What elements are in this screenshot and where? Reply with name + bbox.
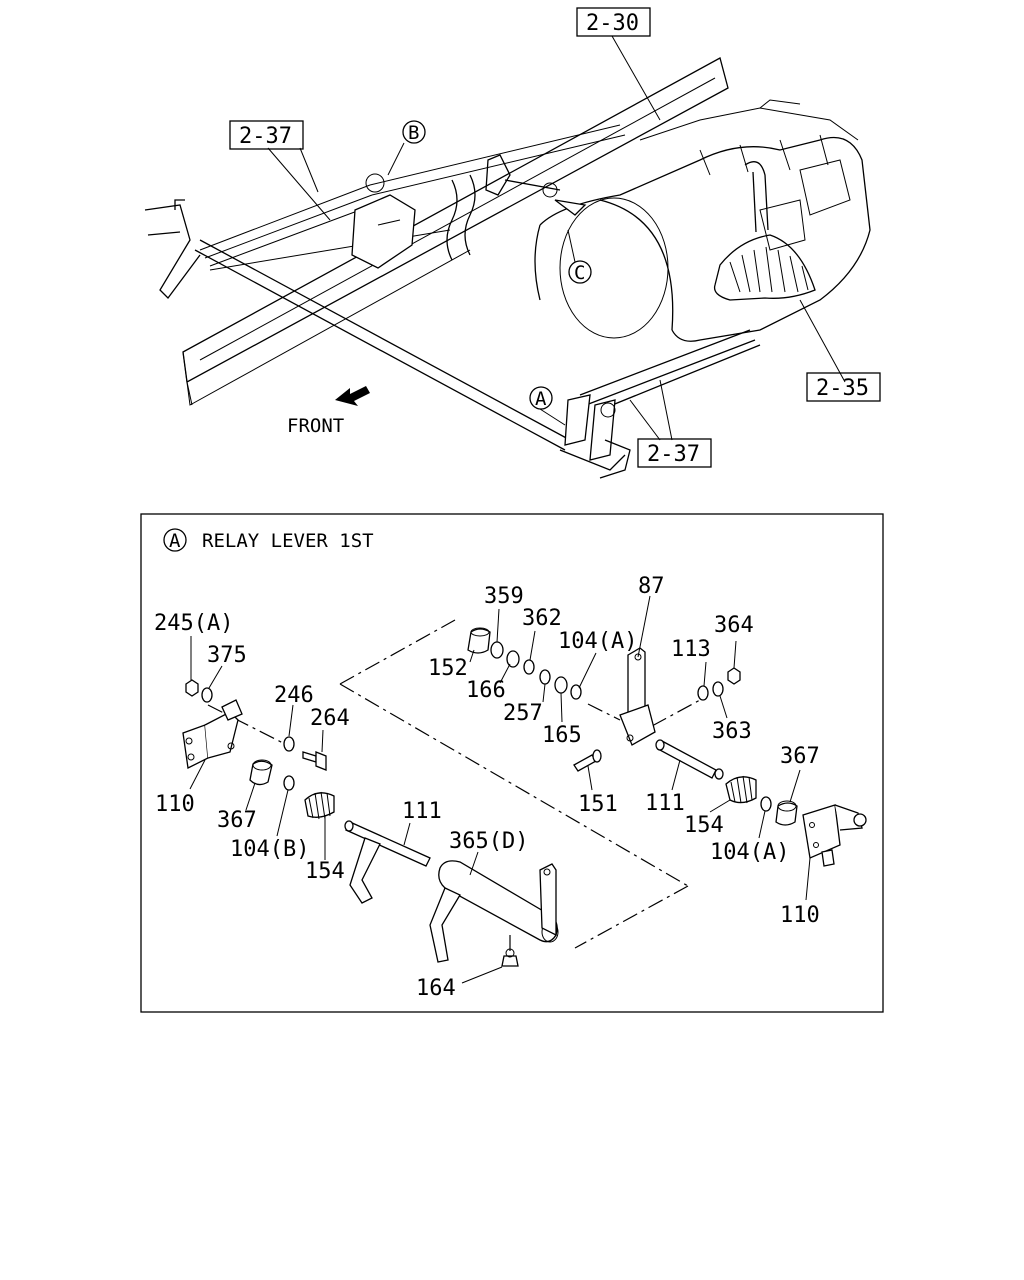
bushing-367-left	[249, 759, 273, 786]
label-164: 164	[416, 976, 456, 1001]
nut-364	[727, 667, 741, 685]
label-166: 166	[466, 678, 506, 703]
pin-151	[573, 749, 602, 772]
label-365d: 365(D)	[449, 829, 528, 854]
boot-154-left	[304, 791, 335, 820]
front-arrow-icon	[335, 386, 370, 406]
label-363: 363	[712, 719, 752, 744]
ref-label-2-37-left: 2-37	[239, 124, 292, 149]
clevis-c	[485, 154, 587, 216]
label-367-right: 367	[780, 744, 820, 769]
detail-box: A RELAY LEVER 1ST	[140, 513, 884, 1013]
label-104a-right: 104(A)	[710, 840, 789, 865]
label-245a: 245(A)	[154, 611, 233, 636]
washer-165	[554, 676, 568, 694]
assembly-axis	[207, 619, 701, 958]
lever-365d	[429, 860, 559, 963]
label-104a-top: 104(A)	[558, 629, 637, 654]
washer-113	[697, 685, 709, 701]
nipple-164	[501, 948, 519, 967]
label-113: 113	[671, 637, 711, 662]
cross-rod	[194, 239, 571, 451]
label-111-left: 111	[402, 799, 442, 824]
label-111-right: 111	[645, 791, 685, 816]
ref-box-2-30[interactable]: 2-30	[576, 7, 651, 37]
bushing-367-right	[775, 800, 798, 826]
shaft-111-right	[655, 739, 724, 780]
front-indicator: FRONT	[287, 386, 370, 437]
detail-leaders	[189, 595, 811, 984]
label-87: 87	[638, 574, 665, 599]
frame-rail	[182, 57, 729, 406]
front-label: FRONT	[287, 415, 344, 437]
callout-b-label: B	[408, 122, 419, 144]
callout-a: A	[529, 386, 553, 410]
washer-166	[506, 650, 520, 668]
ref-box-2-37-bottom[interactable]: 2-37	[637, 438, 712, 468]
boot-154-right	[725, 775, 757, 804]
bolt-264	[302, 751, 327, 771]
nut-245a	[185, 679, 199, 697]
label-154-right: 154	[684, 813, 724, 838]
overview-illustration: 2-30 2-37 2-35 2-37 B C A F	[144, 7, 881, 479]
bracket-110-right	[802, 804, 867, 867]
washer-104b	[283, 775, 295, 791]
overview-leaders	[267, 35, 846, 441]
label-246: 246	[274, 683, 314, 708]
ref-label-2-35: 2-35	[816, 376, 869, 401]
ref-box-2-35[interactable]: 2-35	[806, 372, 881, 402]
detail-title: A RELAY LEVER 1ST	[163, 528, 374, 552]
washer-362	[523, 659, 535, 675]
label-110-right: 110	[780, 903, 820, 928]
detail-title-marker: A	[169, 530, 181, 552]
shift-boot	[713, 161, 816, 301]
label-367-left: 367	[217, 808, 257, 833]
label-152: 152	[428, 656, 468, 681]
washer-363	[712, 681, 724, 697]
label-362: 362	[522, 606, 562, 631]
washer-257	[539, 669, 551, 685]
label-110-left: 110	[155, 792, 195, 817]
label-104b: 104(B)	[230, 837, 309, 862]
part-labels: 245(A) 375 246 264 110 367 104(B) 154 11…	[154, 574, 820, 1001]
label-165: 165	[542, 723, 582, 748]
callout-a-label: A	[535, 388, 547, 410]
washer-104a-top	[570, 684, 582, 700]
shaft-111-left	[344, 820, 431, 904]
ref-label-2-30: 2-30	[586, 11, 639, 36]
label-364: 364	[714, 613, 754, 638]
label-264: 264	[310, 706, 350, 731]
callout-c: C	[568, 260, 592, 284]
washer-246	[283, 736, 295, 752]
detail-title-text: RELAY LEVER 1ST	[202, 530, 374, 552]
washer-359	[490, 641, 504, 659]
label-257: 257	[503, 701, 543, 726]
bracket-b	[351, 173, 416, 269]
bushing-152	[467, 627, 491, 654]
bottom-linkage	[559, 329, 761, 479]
lever-87	[619, 647, 656, 746]
transmission-body	[534, 99, 871, 342]
ref-box-2-37-left[interactable]: 2-37	[229, 120, 304, 150]
label-375: 375	[207, 643, 247, 668]
label-154-left: 154	[305, 859, 345, 884]
label-151: 151	[578, 792, 618, 817]
ref-label-2-37-bottom: 2-37	[647, 442, 700, 467]
bracket-110-left	[182, 699, 243, 769]
label-359: 359	[484, 584, 524, 609]
callout-c-label: C	[574, 262, 585, 284]
washer-375	[201, 687, 213, 703]
callout-b: B	[402, 120, 426, 144]
washer-104a-right	[760, 796, 772, 812]
